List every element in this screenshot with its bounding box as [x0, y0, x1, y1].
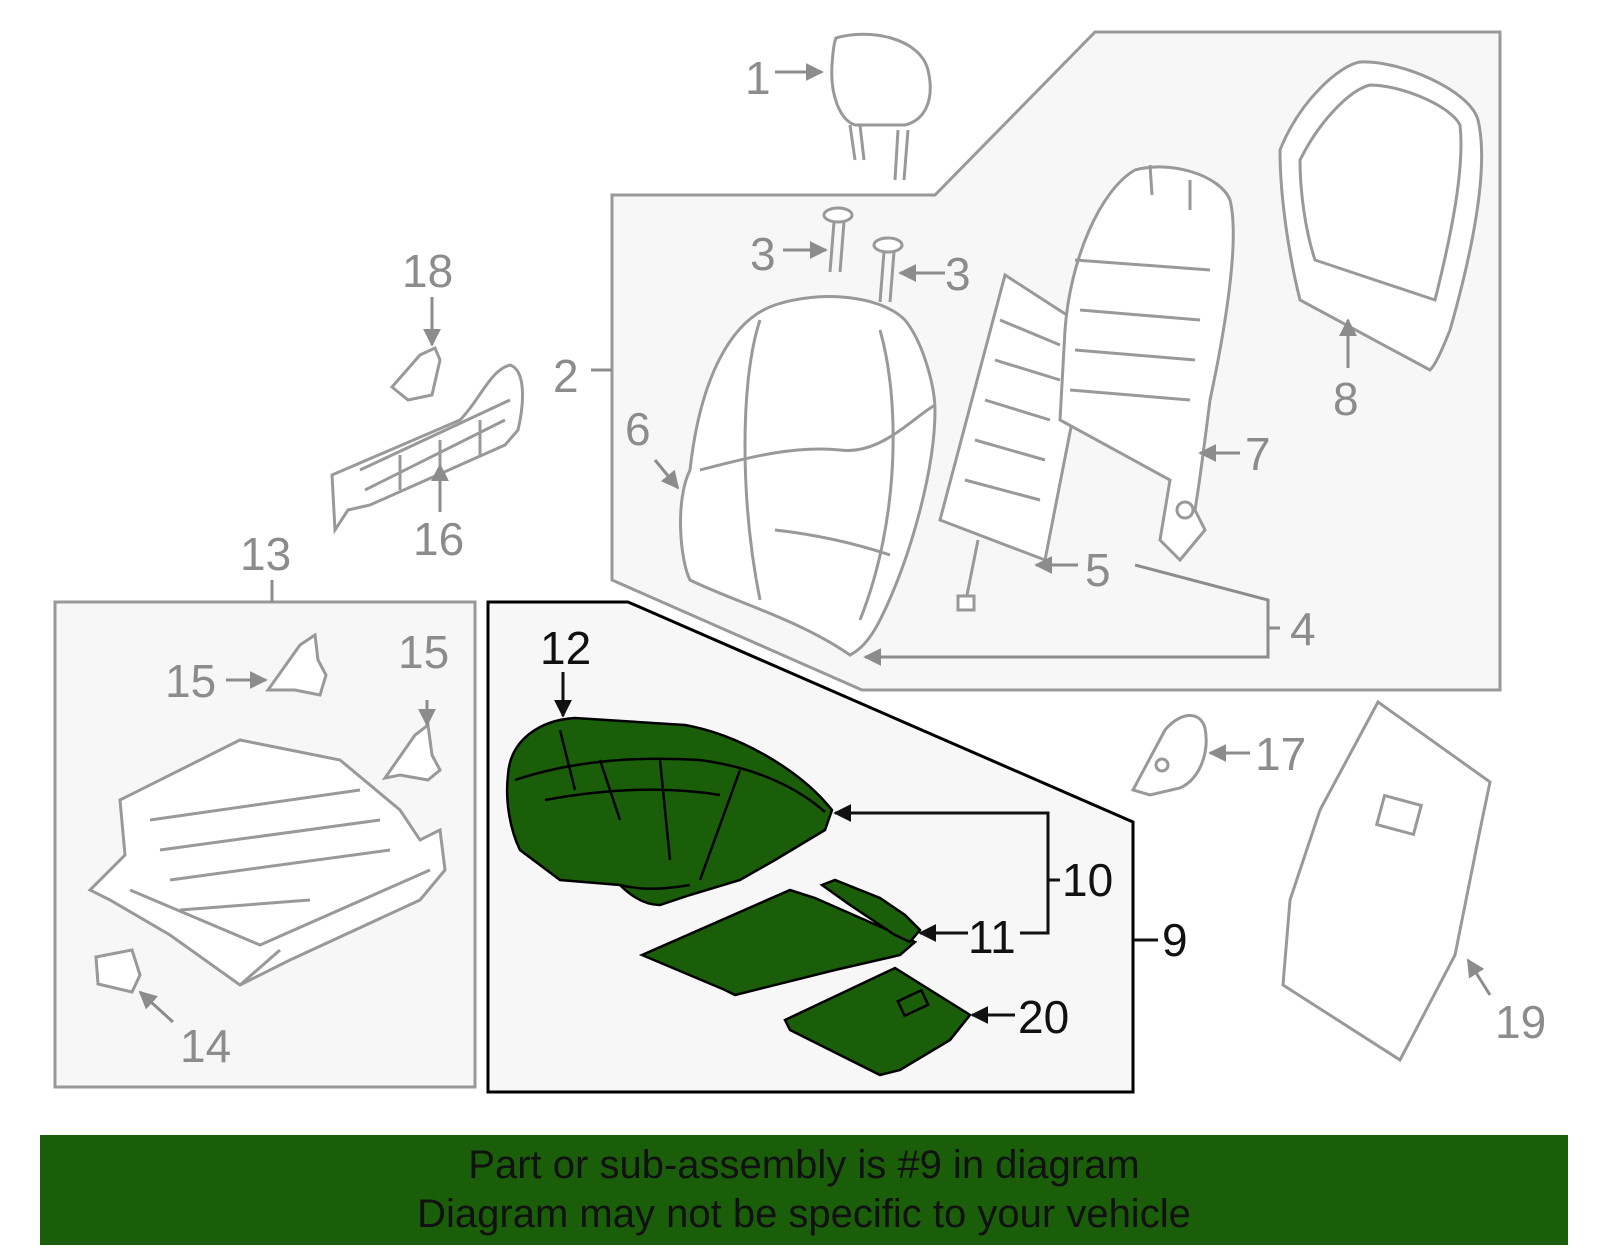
- bolt-part-left[interactable]: [822, 206, 854, 273]
- lumbar-support-part[interactable]: [938, 272, 1092, 612]
- info-banner: Part or sub-assembly is #9 in diagram Di…: [40, 1135, 1568, 1245]
- side-shield-part[interactable]: [330, 363, 524, 535]
- bolt-part-right[interactable]: [872, 236, 904, 303]
- leader-6: [653, 459, 680, 490]
- trim-cover-part[interactable]: [389, 345, 442, 402]
- seat-cushion-pad-part[interactable]: [505, 716, 834, 907]
- leader-10-lower: [1020, 880, 1050, 935]
- callout-3a: 3: [750, 228, 776, 280]
- bracket-part-left[interactable]: [265, 632, 328, 697]
- callout-6: 6: [625, 403, 651, 455]
- callout-1: 1: [745, 52, 771, 104]
- callout-10: 10: [1062, 854, 1113, 906]
- seat-cushion-panel-part[interactable]: [638, 888, 918, 997]
- callout-12: 12: [540, 622, 591, 674]
- callout-13: 13: [240, 528, 291, 580]
- seat-track-part[interactable]: [87, 738, 447, 987]
- callout-19: 19: [1495, 996, 1546, 1048]
- bracket-part-right[interactable]: [381, 722, 442, 782]
- callout-9: 9: [1162, 914, 1188, 966]
- headrest-part[interactable]: [830, 32, 932, 181]
- callout-16: 16: [413, 513, 464, 565]
- callout-15a: 15: [165, 655, 216, 707]
- callout-4: 4: [1290, 603, 1316, 655]
- banner-line-2: Diagram may not be specific to your vehi…: [417, 1192, 1191, 1236]
- callout-2: 2: [553, 350, 579, 402]
- banner-line-1: Part or sub-assembly is #9 in diagram: [468, 1143, 1140, 1187]
- callout-3b: 3: [945, 248, 971, 300]
- callout-17: 17: [1255, 728, 1306, 780]
- seat-cushion-cover-part[interactable]: [783, 966, 972, 1077]
- seat-back-frame-part[interactable]: [1058, 164, 1235, 563]
- leader-10: [833, 804, 1050, 880]
- callout-7: 7: [1245, 428, 1271, 480]
- callout-14: 14: [180, 1020, 231, 1072]
- callout-18: 18: [402, 245, 453, 297]
- callout-11: 11: [968, 911, 1016, 963]
- callout-8: 8: [1333, 373, 1359, 425]
- leader-19: [1466, 958, 1492, 996]
- seat-back-panel-part[interactable]: [1278, 60, 1484, 372]
- cover-part[interactable]: [1130, 714, 1208, 797]
- connector-part[interactable]: [94, 948, 142, 994]
- callout-20: 20: [1018, 991, 1069, 1043]
- seat-back-cover-part[interactable]: [679, 295, 937, 657]
- back-board-part[interactable]: [1281, 699, 1492, 1063]
- leader-14: [138, 990, 175, 1024]
- callout-5: 5: [1085, 544, 1111, 596]
- callout-15b: 15: [398, 626, 449, 678]
